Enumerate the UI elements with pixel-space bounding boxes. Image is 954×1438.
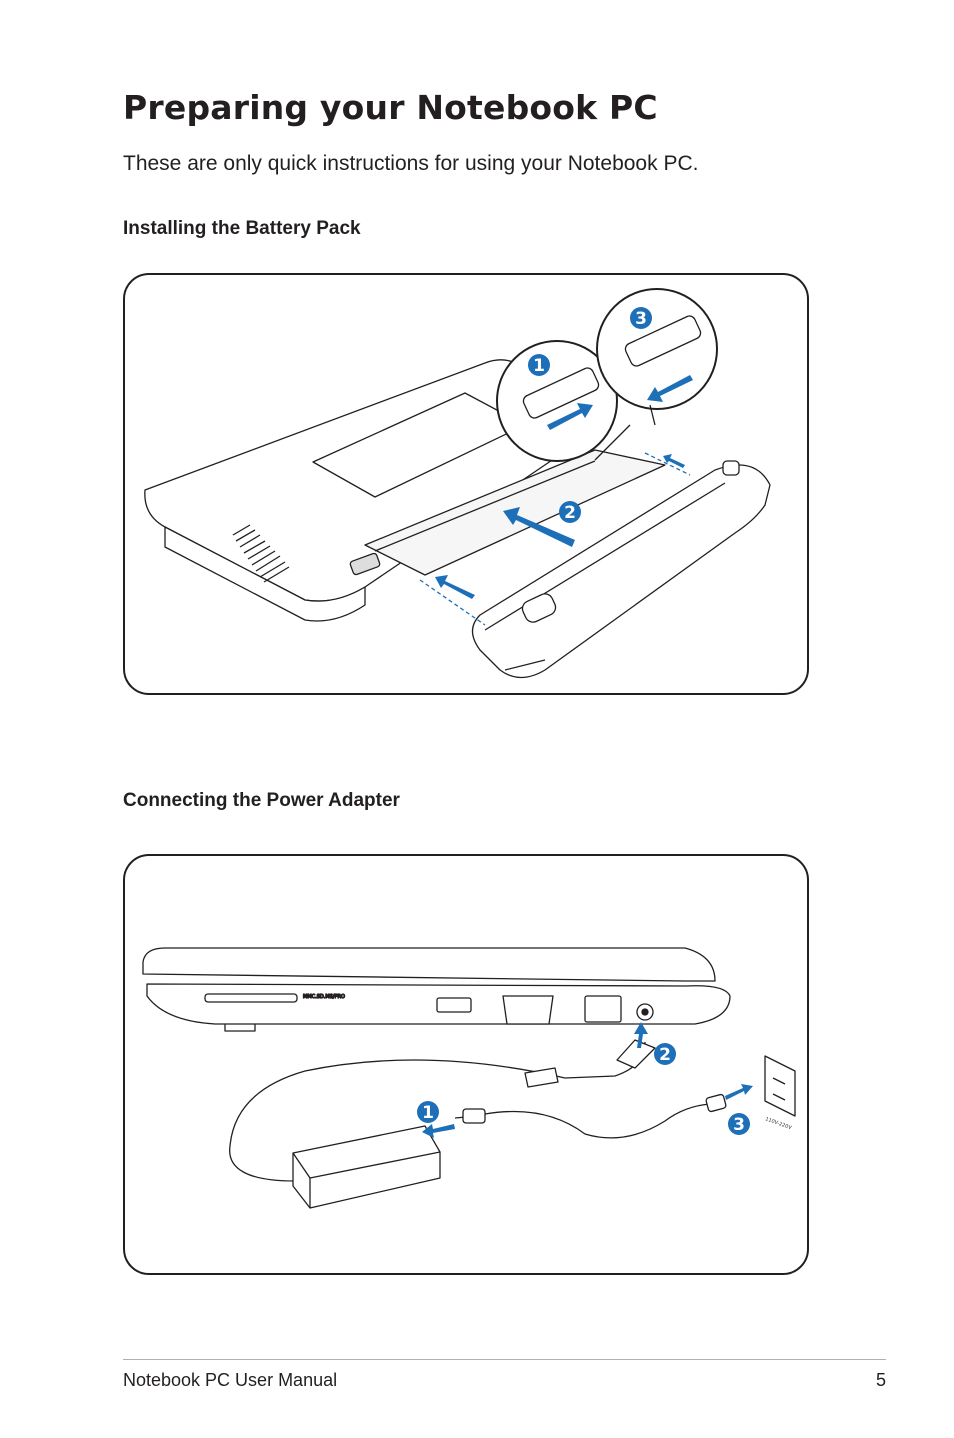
power-step-badge-1: 1 [417,1101,439,1123]
direction-arrows [435,375,693,599]
ac-cable [484,1103,711,1139]
battery-section-heading: Installing the Battery Pack [123,218,361,239]
svg-text:3: 3 [635,309,647,329]
footer-page-number: 5 [875,1370,886,1390]
vent-grille [232,524,290,583]
svg-text:1: 1 [533,356,545,376]
battery-illustration: 1 2 3 [144,288,771,679]
step-badge-1: 1 [528,354,550,376]
dc-cable [229,1041,646,1182]
power-direction-arrows [422,1022,753,1138]
card-reader-slot [204,993,298,1003]
battery-pack [471,464,771,679]
outlet-voltage-label: 110V-220V [764,1116,792,1131]
intro-text: These are only quick instructions for us… [123,152,699,175]
footer-divider [123,1359,886,1360]
page-title: Preparing your Notebook PC [123,88,658,127]
svg-text:3: 3 [733,1115,745,1135]
wall-outlet [764,1055,796,1117]
power-step-badge-3: 3 [728,1113,750,1135]
step-badge-2: 2 [559,501,581,523]
battery-lock-latch [349,552,381,576]
power-section-heading: Connecting the Power Adapter [123,790,400,811]
step-badge-3: 3 [630,307,652,329]
footer-manual-title: Notebook PC User Manual [123,1370,338,1390]
lan-port [584,995,622,1023]
svg-text:2: 2 [659,1045,671,1065]
svg-text:2: 2 [564,503,576,523]
usb-port [436,997,472,1013]
vga-port [502,995,554,1025]
notebook-side-profile [142,947,716,982]
power-adapter-illustration: MMC.SD.MS/PRO [142,947,796,1209]
svg-text:1: 1 [422,1103,434,1123]
card-reader-label: MMC.SD.MS/PRO [303,994,345,1000]
power-adapter-figure: MMC.SD.MS/PRO [123,854,809,1275]
battery-installation-figure: 1 2 3 [123,273,809,695]
power-step-badge-2: 2 [654,1043,676,1065]
